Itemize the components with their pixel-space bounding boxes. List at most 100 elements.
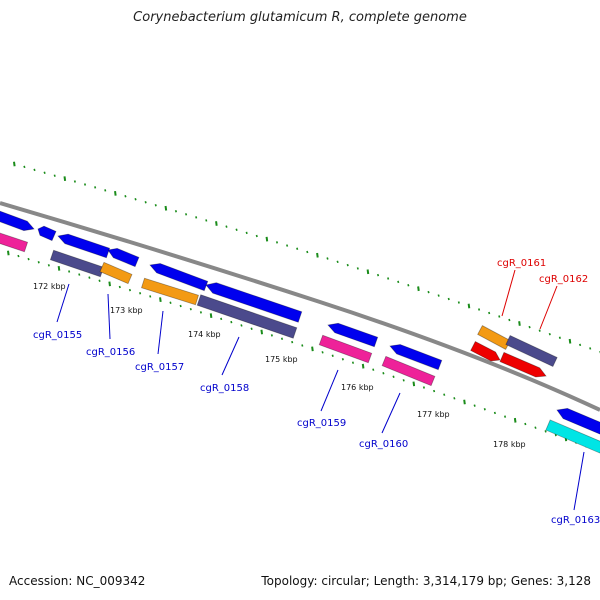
inner-tick bbox=[88, 276, 91, 279]
leader-line bbox=[157, 310, 164, 355]
inner-tick bbox=[209, 313, 213, 319]
leader-line bbox=[539, 285, 558, 330]
outer-tick bbox=[53, 174, 56, 177]
outer-tick bbox=[397, 280, 400, 284]
inner-tick bbox=[291, 340, 294, 344]
inner-tick bbox=[351, 361, 355, 364]
leader-line bbox=[320, 369, 339, 412]
outer-tick bbox=[215, 221, 218, 226]
outer-tick bbox=[154, 204, 157, 207]
gene-label: cgR_0155 bbox=[33, 330, 82, 341]
outer-tick bbox=[528, 325, 531, 329]
inner-tick bbox=[169, 301, 172, 305]
leader-line bbox=[107, 293, 111, 340]
gene-feature-pink bbox=[0, 232, 29, 253]
outer-tick bbox=[174, 210, 178, 213]
gene-feature-orange bbox=[99, 261, 133, 285]
inner-tick bbox=[230, 320, 233, 324]
gene-feature-blue bbox=[556, 408, 600, 435]
outer-tick bbox=[417, 286, 420, 292]
outer-tick bbox=[488, 311, 491, 315]
inner-tick bbox=[382, 371, 385, 375]
map-title: Corynebacterium glutamicum R, complete g… bbox=[133, 10, 467, 25]
gene-label: cgR_0157 bbox=[135, 362, 184, 373]
inner-tick bbox=[463, 399, 466, 405]
inner-tick bbox=[412, 381, 416, 387]
gene-feature-red bbox=[499, 351, 547, 378]
inner-tick bbox=[544, 430, 547, 433]
genome-backbone bbox=[0, 201, 600, 412]
inner-tick bbox=[149, 295, 152, 298]
outer-tick bbox=[134, 198, 137, 201]
outer-tick bbox=[508, 318, 511, 322]
outer-tick bbox=[275, 241, 279, 244]
inner-tick bbox=[139, 292, 142, 295]
gene-feature-blue bbox=[107, 247, 140, 268]
scale-label: 176 kbp bbox=[341, 383, 374, 392]
inner-tick bbox=[493, 411, 496, 415]
gene-feature-pink bbox=[381, 355, 436, 387]
inner-tick bbox=[189, 307, 192, 311]
gene-feature-blue bbox=[149, 263, 209, 292]
outer-tick bbox=[387, 277, 390, 280]
gene-feature-blue bbox=[0, 210, 35, 231]
inner-tick bbox=[341, 357, 344, 361]
inner-tick bbox=[199, 311, 202, 314]
inner-tick bbox=[534, 426, 537, 429]
outer-tick bbox=[205, 219, 208, 222]
outer-tick bbox=[245, 231, 248, 235]
inner-tick bbox=[453, 397, 456, 400]
inner-tick bbox=[250, 327, 253, 330]
inner-tick bbox=[68, 270, 71, 273]
outer-tick bbox=[336, 260, 339, 264]
outer-tick bbox=[114, 190, 117, 196]
gene-label: cgR_0163 bbox=[551, 515, 600, 526]
inner-tick bbox=[554, 433, 557, 437]
scale-label: 178 kbp bbox=[493, 440, 526, 449]
outer-tick bbox=[447, 297, 450, 301]
inner-tick bbox=[98, 279, 101, 282]
outer-tick bbox=[346, 263, 349, 267]
inner-tick bbox=[27, 257, 30, 261]
inner-tick bbox=[392, 375, 395, 378]
outer-tick bbox=[356, 267, 359, 270]
inner-tick bbox=[159, 297, 162, 302]
inner-tick bbox=[37, 260, 40, 264]
inner-tick bbox=[443, 393, 446, 396]
inner-tick-ring bbox=[7, 250, 598, 452]
gene-feature-orange bbox=[140, 277, 200, 306]
outer-tick bbox=[195, 216, 198, 219]
inner-tick bbox=[57, 265, 61, 271]
inner-tick bbox=[128, 288, 132, 292]
outer-tick bbox=[225, 225, 228, 228]
outer-tick bbox=[477, 308, 481, 311]
outer-tick bbox=[548, 332, 551, 336]
accession-text: Accession: NC_009342 bbox=[9, 574, 146, 588]
inner-tick bbox=[118, 285, 121, 289]
outer-tick bbox=[306, 250, 309, 254]
outer-tick bbox=[235, 228, 238, 231]
outer-tick-ring bbox=[13, 161, 600, 354]
gene-feature-blue bbox=[389, 344, 443, 371]
gene-label: cgR_0156 bbox=[86, 347, 135, 358]
inner-tick bbox=[240, 324, 243, 327]
outer-tick bbox=[13, 161, 16, 167]
inner-tick bbox=[220, 317, 223, 321]
gene-feature-blue bbox=[57, 233, 111, 259]
outer-tick bbox=[265, 236, 269, 242]
gene-label: cgR_0159 bbox=[297, 418, 346, 429]
inner-tick bbox=[17, 254, 20, 258]
gene-label: cgR_0158 bbox=[200, 383, 249, 394]
gene-label: cgR_0160 bbox=[359, 439, 408, 450]
scale-label: 175 kbp bbox=[265, 355, 298, 364]
outer-tick bbox=[407, 284, 410, 287]
inner-tick bbox=[422, 386, 426, 389]
leader-line bbox=[501, 269, 516, 317]
outer-tick bbox=[33, 168, 36, 172]
outer-tick bbox=[467, 303, 471, 309]
genome-summary-text: Topology: circular; Length: 3,314,179 bp… bbox=[261, 574, 591, 588]
inner-tick bbox=[503, 415, 507, 418]
inner-tick bbox=[108, 281, 111, 287]
inner-tick bbox=[179, 304, 182, 308]
